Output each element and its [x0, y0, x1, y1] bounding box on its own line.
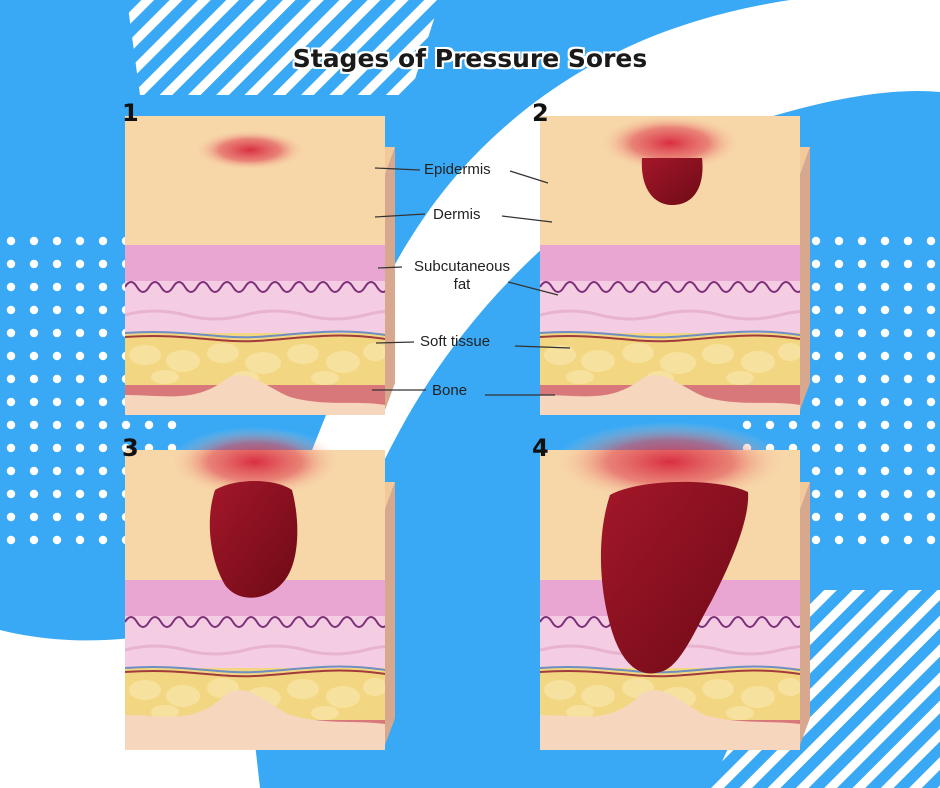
stage-4-block	[540, 482, 840, 750]
stage-number-3: 3	[122, 434, 139, 462]
label-epidermis: Epidermis	[424, 161, 491, 178]
stage-number-2: 2	[532, 99, 549, 127]
label-subcutaneous-line2: fat	[453, 276, 471, 293]
stage-number-1: 1	[122, 99, 139, 127]
label-subcutaneous-fat: Subcutaneous fat	[406, 258, 518, 294]
label-subcutaneous-line1: Subcutaneous	[414, 258, 510, 275]
label-soft-tissue: Soft tissue	[420, 333, 491, 350]
stage-3-block	[125, 482, 425, 750]
label-dermis: Dermis	[433, 206, 481, 223]
label-bone: Bone	[432, 382, 468, 399]
stage-number-4: 4	[532, 434, 549, 462]
page-title: Stages of Pressure Sores	[292, 44, 648, 73]
stage-2-block	[540, 147, 840, 415]
leader-lines	[372, 167, 571, 396]
